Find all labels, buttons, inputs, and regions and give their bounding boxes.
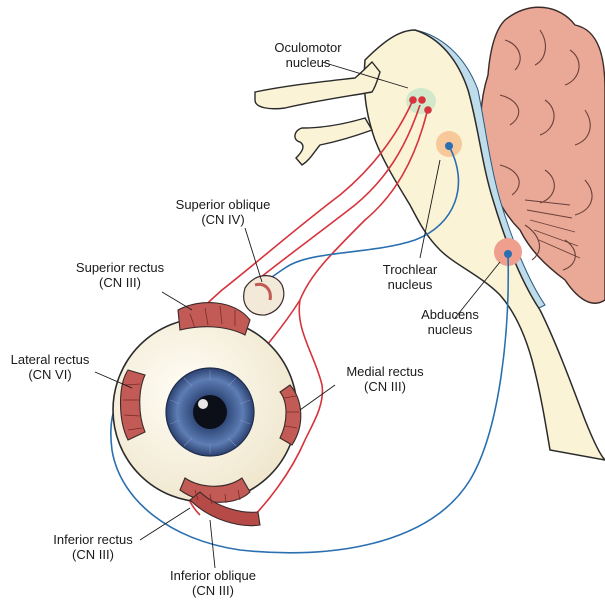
- label-inferior-oblique: Inferior oblique (CN III): [170, 568, 256, 598]
- label-abducens-nucleus: Abducens nucleus: [421, 307, 479, 337]
- label-trochlear-nucleus: Trochlear nucleus: [382, 262, 438, 292]
- brainstem: [363, 29, 605, 461]
- iris-striations: [169, 370, 251, 454]
- label-superior-oblique: Superior oblique (CN IV): [175, 197, 271, 227]
- pupil: [193, 395, 227, 429]
- trochlear-root-lower: [294, 117, 374, 166]
- medial-rectus-muscle: [279, 384, 302, 446]
- label-medial-rectus: Medial rectus (CN III): [346, 364, 424, 394]
- oculomotor-nucleus-dot: [418, 96, 426, 104]
- oculomotor-nucleus-dot: [409, 96, 417, 104]
- oculomotor-root-upper: [254, 60, 381, 110]
- label-oculomotor-nucleus: Oculomotor nucleus: [274, 40, 342, 70]
- trochlear-nucleus-dot: [445, 142, 453, 150]
- label-lateral-rectus: Lateral rectus (CN VI): [10, 352, 90, 382]
- abducens-nucleus-dot: [504, 250, 512, 258]
- superior-oblique-trochlea: [243, 275, 285, 316]
- lateral-rectus-muscle: [120, 369, 146, 441]
- pupil-highlight: [198, 399, 208, 409]
- oculomotor-nucleus-dot: [424, 106, 432, 114]
- extraocular-muscles: [120, 302, 302, 527]
- cerebellum: [480, 6, 605, 304]
- label-inferior-rectus: Inferior rectus (CN III): [53, 532, 133, 562]
- leader-lines: [94, 61, 501, 569]
- label-superior-rectus: Superior rectus (CN III): [75, 260, 165, 290]
